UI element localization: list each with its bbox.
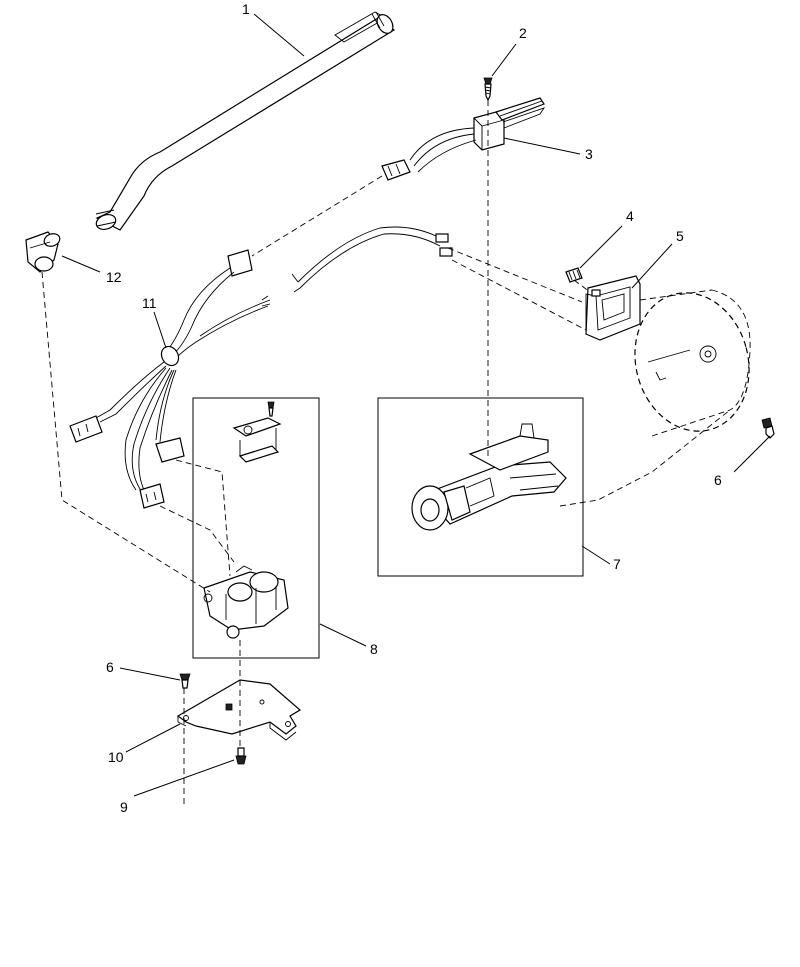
- part-11-wire-harness: [69, 249, 271, 509]
- part-10-mounting-bracket: [176, 679, 302, 741]
- callout-11: 11: [142, 295, 157, 311]
- part-6-screw-left: [179, 673, 191, 689]
- part-5-switch-bracket: [585, 275, 641, 341]
- callout-labels: 1 2 3 4 5 6 7 8 6 9 10 11 12: [106, 1, 722, 815]
- callout-4: 4: [626, 208, 634, 224]
- callout-6-left: 6: [106, 659, 114, 675]
- part-3-wire-connector: [381, 97, 546, 181]
- part-7-actuator-assembly: [377, 397, 584, 577]
- part-2-screw: [483, 77, 493, 102]
- callout-7: 7: [613, 556, 621, 572]
- callout-12: 12: [106, 269, 122, 285]
- callout-2: 2: [519, 25, 527, 41]
- part-9-screw: [235, 747, 247, 765]
- part-12-elbow-fitting: [25, 231, 61, 273]
- part-4-screw: [565, 267, 583, 283]
- upper-wire-pair: [291, 226, 453, 293]
- callout-1: 1: [242, 1, 250, 17]
- part-1-fill-tube: [95, 11, 396, 231]
- callout-5: 5: [676, 228, 684, 244]
- callout-8: 8: [370, 641, 378, 657]
- leader-lines: [61, 13, 771, 797]
- callout-9: 9: [120, 799, 128, 815]
- callout-3: 3: [585, 146, 593, 162]
- callout-10: 10: [108, 749, 124, 765]
- assembly-dashed-lines: [41, 100, 731, 804]
- part-8-water-valve-assembly: [192, 397, 320, 659]
- part-6-screw-right: [761, 417, 775, 439]
- callout-6-right: 6: [714, 472, 722, 488]
- dispenser-housing: [634, 289, 751, 437]
